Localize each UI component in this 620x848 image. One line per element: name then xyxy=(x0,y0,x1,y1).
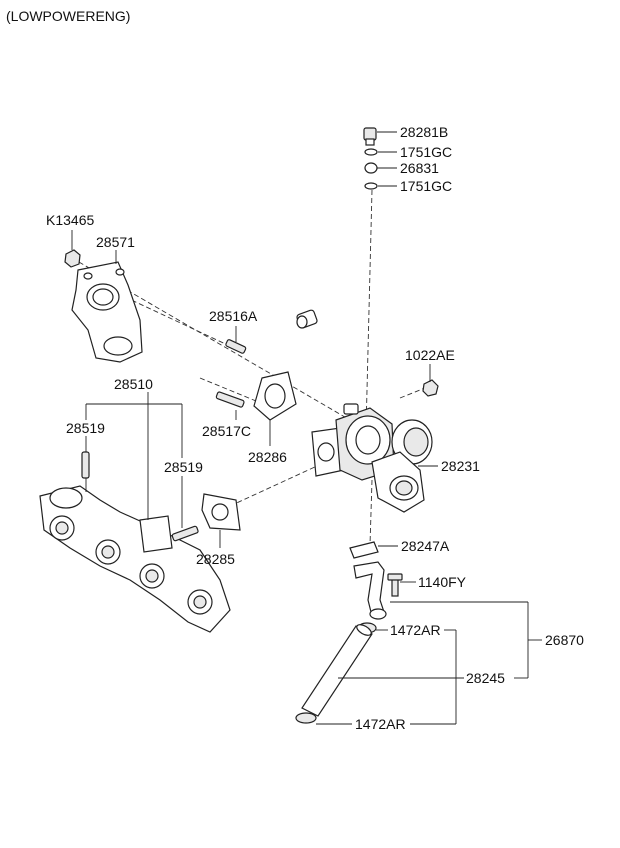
label-28286: 28286 xyxy=(248,449,287,465)
part-labels: 28281B 1751GC 26831 1751GC K13465 28571 … xyxy=(46,124,584,732)
nut-1022ae xyxy=(422,379,439,397)
stud-28519-right xyxy=(171,525,199,542)
label-28231: 28231 xyxy=(441,458,480,474)
exhaust-outlet-elbow xyxy=(71,261,143,363)
stud-28517c xyxy=(215,391,245,408)
gasket-28285 xyxy=(201,493,241,531)
hose-28245 xyxy=(301,625,373,717)
label-1022ae: 1022AE xyxy=(405,347,455,363)
label-k13465: K13465 xyxy=(46,212,94,228)
turbocharger xyxy=(311,403,433,513)
label-28519-left: 28519 xyxy=(66,420,105,436)
label-28245: 28245 xyxy=(466,670,505,686)
label-1751gc-b: 1751GC xyxy=(400,178,452,194)
label-1751gc-a: 1751GC xyxy=(400,144,452,160)
banjo-bolt xyxy=(363,127,377,146)
bolt-1140fy xyxy=(387,573,403,597)
label-28247a: 28247A xyxy=(401,538,450,554)
nut-k13465 xyxy=(64,249,81,268)
gasket-28286 xyxy=(253,371,297,421)
label-28571: 28571 xyxy=(96,234,135,250)
clamp-1472ar-bottom xyxy=(295,712,317,724)
label-28510: 28510 xyxy=(114,376,153,392)
label-28516a: 28516A xyxy=(209,308,258,324)
oil-return-pipe xyxy=(353,561,387,620)
engine-variant-title: (LOWPOWERENG) xyxy=(6,8,130,24)
exhaust-manifold xyxy=(39,485,231,633)
label-26831: 26831 xyxy=(400,160,439,176)
gasket-28247a xyxy=(349,541,379,559)
stud-28516a xyxy=(225,339,247,354)
label-28285: 28285 xyxy=(196,551,235,567)
label-1472ar-top: 1472AR xyxy=(390,622,441,638)
label-28519-right: 28519 xyxy=(164,459,203,475)
washer-lower xyxy=(364,182,378,190)
label-28281b: 28281B xyxy=(400,124,448,140)
label-26870: 26870 xyxy=(545,632,584,648)
oil-feed-pipe xyxy=(296,162,378,329)
washer-upper xyxy=(364,148,378,156)
label-1472ar-bottom: 1472AR xyxy=(355,716,406,732)
leader-lines xyxy=(71,131,542,725)
label-1140fy: 1140FY xyxy=(418,574,467,590)
label-28517c: 28517C xyxy=(202,423,251,439)
stud-28519-left xyxy=(81,451,90,479)
